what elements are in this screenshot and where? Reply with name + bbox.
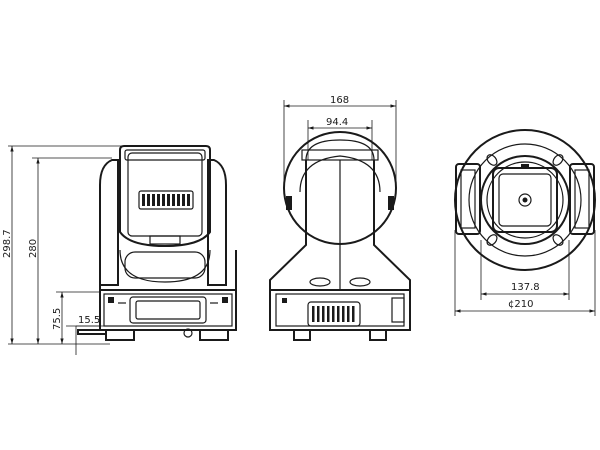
side-vent (312, 306, 355, 322)
dim-15-5: 15.5 (78, 315, 100, 326)
top-view (454, 129, 596, 271)
dim-168: 168 (330, 95, 349, 106)
front-dimensions (8, 145, 124, 355)
dim-75-5: 75.5 (52, 308, 63, 330)
dim-298-7: 298.7 (2, 229, 13, 258)
side-dimensions (283, 100, 397, 188)
side-view (269, 131, 411, 341)
top-dimensions (454, 230, 596, 316)
dim-280: 280 (28, 239, 39, 258)
head-vent (138, 190, 194, 210)
front-view (77, 145, 237, 341)
dim-137-8: 137.8 (511, 282, 540, 293)
dim-94-4: 94.4 (326, 117, 348, 128)
dim-210: ¢210 (508, 299, 533, 310)
